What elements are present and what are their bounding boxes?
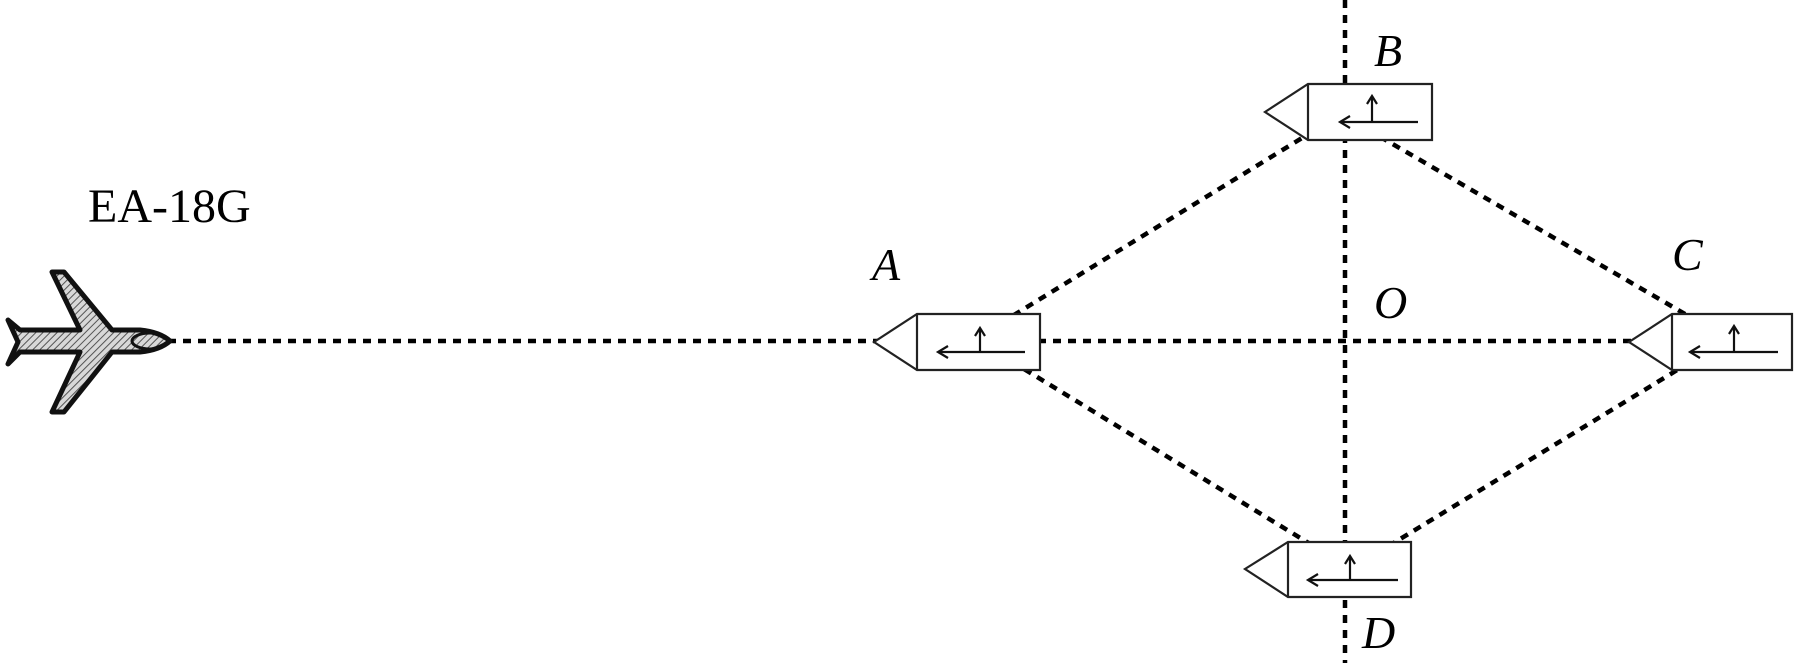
diamond-lower-left: [973, 337, 1353, 571]
point-B-label: B: [1374, 25, 1402, 76]
ship-icon: [1626, 312, 1794, 372]
point-D-label: D: [1361, 607, 1395, 658]
ship-B: [1262, 82, 1434, 142]
ship-icon: [1262, 82, 1434, 142]
diamond-lower-right: [1349, 337, 1730, 571]
ship-C: [1626, 312, 1794, 372]
ship-A: [871, 312, 1042, 372]
ship-icon: [871, 312, 1042, 372]
ship-D: [1242, 540, 1413, 599]
aircraft-icon: [5, 269, 173, 415]
point-C-label: C: [1672, 229, 1704, 280]
point-O-label: O: [1374, 277, 1407, 328]
point-A-label: A: [869, 239, 901, 290]
ship-icon: [1242, 540, 1413, 599]
aircraft-label: EA-18G: [88, 180, 251, 233]
diamond-upper-left: [973, 112, 1343, 341]
